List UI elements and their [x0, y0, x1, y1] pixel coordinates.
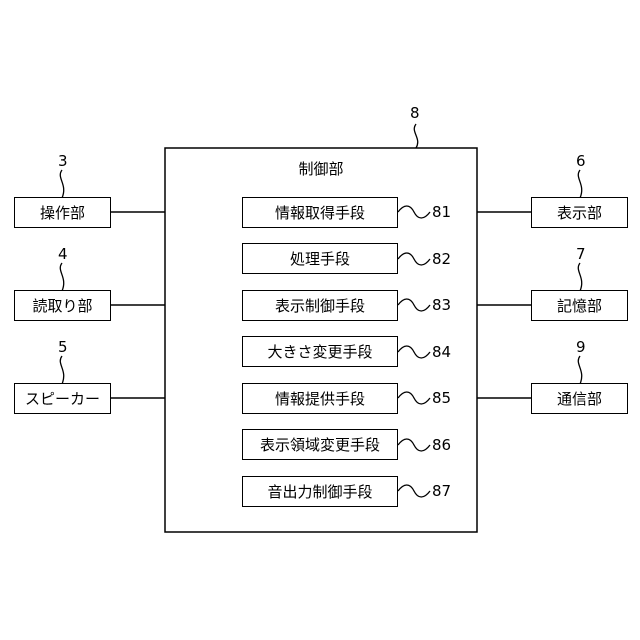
means-box-display-control: 表示制御手段	[242, 290, 398, 321]
leader-display-unit	[578, 170, 581, 198]
means-label: 情報取得手段	[275, 202, 365, 223]
means-label: 音出力制御手段	[267, 481, 372, 502]
leader-means-84	[398, 346, 430, 358]
leader-means-82	[398, 253, 430, 265]
means-number-85: 85	[432, 389, 451, 407]
means-number-81: 81	[432, 203, 451, 221]
unit-label: 読取り部	[32, 295, 92, 316]
unit-label: 通信部	[557, 388, 602, 409]
unit-label: 操作部	[40, 202, 85, 223]
means-label: 処理手段	[290, 248, 350, 269]
means-label: 表示領域変更手段	[260, 434, 380, 455]
leader-means-87	[398, 485, 430, 497]
storage-unit-box: 記憶部	[531, 290, 628, 321]
display-unit-number: 6	[576, 152, 586, 170]
means-number-84: 84	[432, 343, 451, 361]
leader-operation-unit	[60, 170, 63, 198]
means-box-information-provision: 情報提供手段	[242, 383, 398, 414]
operation-unit-number: 3	[58, 152, 68, 170]
reading-unit-box: 読取り部	[14, 290, 111, 321]
unit-label: 表示部	[557, 202, 602, 223]
means-label: 情報提供手段	[275, 388, 365, 409]
control-unit-number: 8	[410, 104, 420, 122]
leader-communication-unit	[578, 356, 581, 384]
means-label: 表示制御手段	[275, 295, 365, 316]
means-box-information-acquisition: 情報取得手段	[242, 197, 398, 228]
means-number-82: 82	[432, 250, 451, 268]
leader-control-unit	[414, 124, 417, 148]
leader-means-86	[398, 439, 430, 451]
means-number-86: 86	[432, 436, 451, 454]
unit-label: スピーカー	[25, 388, 100, 409]
leader-means-81	[398, 206, 430, 218]
leader-means-85	[398, 392, 430, 404]
speaker-number: 5	[58, 338, 68, 356]
means-box-sound-output-control: 音出力制御手段	[242, 476, 398, 507]
operation-unit-box: 操作部	[14, 197, 111, 228]
means-box-display-area-change: 表示領域変更手段	[242, 429, 398, 460]
leader-storage-unit	[578, 263, 581, 291]
speaker-box: スピーカー	[14, 383, 111, 414]
storage-unit-number: 7	[576, 245, 586, 263]
control-unit-title: 制御部	[298, 158, 343, 179]
leader-speaker	[60, 356, 63, 384]
communication-unit-number: 9	[576, 338, 586, 356]
means-box-processing: 処理手段	[242, 243, 398, 274]
leader-reading-unit	[60, 263, 63, 291]
unit-label: 記憶部	[557, 295, 602, 316]
means-number-87: 87	[432, 482, 451, 500]
means-number-83: 83	[432, 296, 451, 314]
reading-unit-number: 4	[58, 245, 68, 263]
display-unit-box: 表示部	[531, 197, 628, 228]
communication-unit-box: 通信部	[531, 383, 628, 414]
means-label: 大きさ変更手段	[267, 341, 372, 362]
means-box-size-change: 大きさ変更手段	[242, 336, 398, 367]
leader-means-83	[398, 299, 430, 311]
